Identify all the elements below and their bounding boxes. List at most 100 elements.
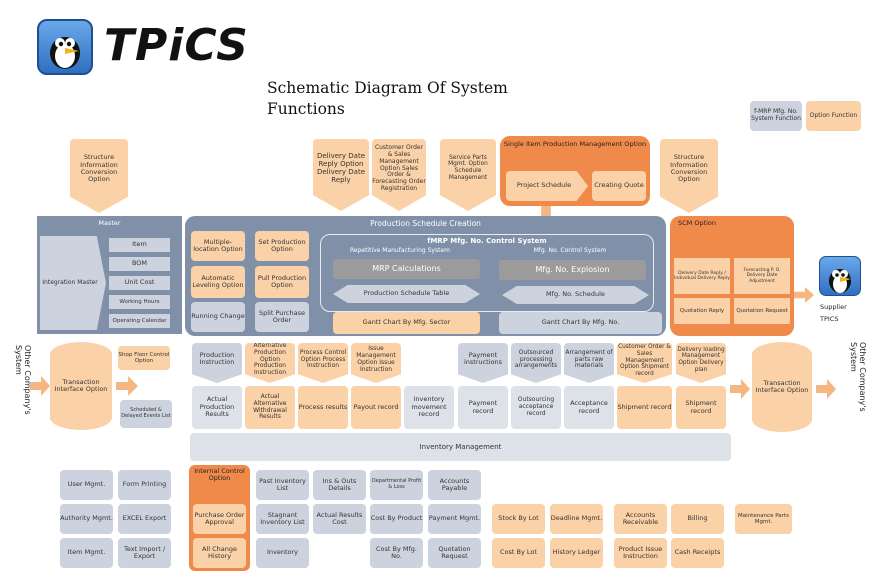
inventory: Inventory <box>256 538 309 568</box>
mrp-calculations: MRP Calculations <box>333 259 480 279</box>
flow-actual-production-results: Actual Production Results <box>192 386 242 429</box>
single-item-title: Single Item Production Management Option <box>503 140 647 148</box>
shop-floor-control: Shop Floor Control Option <box>118 346 170 370</box>
gantt-chart-by-mfg-no: Gantt Chart By Mfg. No. <box>499 312 662 334</box>
integration-master: Integration Master <box>40 236 106 330</box>
actual-results-cost: Actual Results Cost <box>313 504 366 534</box>
scm-quotation-request: Quotation Request <box>734 298 790 324</box>
cash-receipts: Cash Receipts <box>671 538 724 568</box>
flow-outsourced-processing: Outsourced processing arrangements <box>511 343 561 383</box>
service-parts-option: Service Parts Mgmt. Option Schedule Mana… <box>440 139 496 211</box>
structure-conversion-right: Structure Information Conversion Option <box>660 139 718 213</box>
repetitive-manufacturing: Repetitive Manufacturing System <box>349 247 450 254</box>
purchase-order-approval: Purchase Order Approval <box>193 504 246 534</box>
maintenance-parts-mgmt: Maintenance Parts Mgmt. <box>735 504 792 534</box>
multiple-location-option: Multiple- location Option <box>191 231 245 261</box>
flow-process-results: Process results <box>298 386 348 429</box>
excel-export: EXCEL Export <box>118 504 171 534</box>
flow-delivery-loading: Delivery loading Management Option Deliv… <box>676 343 726 383</box>
text-import-export: Text Import / Export <box>118 538 171 568</box>
structure-conversion-left: Structure Information Conversion Option <box>70 139 128 213</box>
scm-quotation-reply: Quotation Reply <box>674 298 730 324</box>
production-schedule-title: Production Schedule Creation <box>370 219 481 228</box>
left-in-arrow <box>30 376 50 396</box>
scheduled-delayed-events: Scheduled & Delayed Events List <box>120 400 172 428</box>
inventory-management-bar: Inventory Management <box>190 433 731 461</box>
flow-issue-management: Issue Management Option Issue Instructio… <box>351 343 401 383</box>
cost-by-mfg-no: Cost By Mfg. No. <box>370 538 423 568</box>
payment-mgmt: Payment Mgmt. <box>428 504 481 534</box>
history-ledger: History Ledger <box>550 538 603 568</box>
fmrp-control-frame <box>320 234 654 312</box>
customer-order-option: Customer Order & Sales Management Option… <box>372 139 426 211</box>
flow-shipment-record-1: Shipment record <box>617 386 672 429</box>
scm-delivery-reply: Delivery Date Reply / Individual Deliver… <box>674 258 730 294</box>
billing: Billing <box>671 504 724 534</box>
running-change: Running Change <box>191 302 245 332</box>
scm-title: SCM Option <box>678 219 717 227</box>
mfg-no-schedule: Mfg. No. Schedule <box>502 286 649 304</box>
master-unit-cost: Unit Cost <box>109 276 170 290</box>
right-out-arrow <box>816 379 836 399</box>
production-schedule-table: Production Schedule Table <box>333 285 480 303</box>
stagnant-inventory-list: Stagnant Inventory List <box>256 504 309 534</box>
flow-inventory-movement: Inventory movement record <box>404 386 454 429</box>
product-issue-instruction: Product Issue Instruction <box>614 538 667 568</box>
user-mgmt: User Mgmt. <box>60 470 113 500</box>
flow-payout-record: Payout record <box>351 386 401 429</box>
flow-shipment-record-2: Shipment record <box>676 386 726 429</box>
scm-forecasting: Forecasting P. O. Delivery Date Adjustme… <box>734 258 790 294</box>
deadline-mgmt: Deadline Mgmt. <box>550 504 603 534</box>
split-purchase-order: Split Purchase Order <box>255 302 309 332</box>
master-bom: BOM <box>109 257 170 271</box>
flow-alternative-production: Alternative Production Option Production… <box>245 343 295 383</box>
right-mid-arrow <box>730 379 750 399</box>
flow-process-control: Process Control Option Process Instructi… <box>298 343 348 383</box>
other-company-right: Other Company's System <box>849 342 867 412</box>
supplier-label: Supplier <box>820 303 847 311</box>
supplier-icon <box>819 256 861 296</box>
mfg-no-explosion: Mfg. No. Explosion <box>499 260 646 280</box>
mfg-no-control-system: Mfg. No. Control System <box>533 247 607 254</box>
pull-production-option: Pull Production Option <box>255 266 309 298</box>
accounts-payable: Accounts Payable <box>428 470 481 500</box>
flow-arrangement-parts: Arrangement of parts raw materials <box>564 343 614 383</box>
legend-option: Option Function <box>806 101 861 131</box>
supplier-arrow <box>794 287 814 303</box>
title-line-1: Schematic Diagram Of System <box>267 79 508 97</box>
flow-outsourcing-acceptance: Outsourcing acceptance record <box>511 386 561 429</box>
page-title: Schematic Diagram Of System Functions <box>267 78 508 120</box>
flow-actual-alternative-withdrawal: Actual Alternative Withdrawal Results <box>245 386 295 429</box>
project-schedule: Project Schedule <box>506 171 588 201</box>
legend-fmrp: f-MRP Mfg. No. System Function <box>750 101 802 131</box>
transaction-interface-left: Transaction Interface Option <box>50 342 112 430</box>
creating-quote: Creating Quote <box>592 171 646 201</box>
master-operating-calendar: Operating Calendar <box>109 314 170 328</box>
ins-outs-details: Ins & Outs Details <box>313 470 366 500</box>
tpics-label: TPICS <box>820 315 839 323</box>
flow-acceptance-record: Acceptance record <box>564 386 614 429</box>
title-line-2: Functions <box>267 99 345 118</box>
flow-production-instruction: Production Instruction <box>192 343 242 383</box>
transaction-interface-right: Transaction Interface Option <box>752 342 812 432</box>
automatic-leveling-option: Automatic Leveling Option <box>191 266 245 298</box>
form-printing: Form Printing <box>118 470 171 500</box>
quotation-request: Quotation Request <box>428 538 481 568</box>
other-company-left: Other Company's System <box>14 345 32 415</box>
logo-icon <box>37 19 93 75</box>
flow-customer-order-shipment: Customer Order & Sales Management Option… <box>617 343 672 383</box>
departmental-profit-loss: Departmental Profit & Loss <box>370 470 423 500</box>
all-change-history: All Change History <box>193 538 246 568</box>
item-mgmt: Item Mgmt. <box>60 538 113 568</box>
past-inventory-list: Past Inventory List <box>256 470 309 500</box>
stock-by-lot: Stock By Lot <box>492 504 545 534</box>
flow-payment-instructions: Payment instructions <box>458 343 508 383</box>
left-mid-arrow <box>116 376 138 396</box>
master-working-hours: Working Hours <box>109 295 170 309</box>
logo-text: TPiCS <box>104 20 249 71</box>
fmrp-title: fMRP Mfg. No. Control System <box>427 237 547 245</box>
master-title: Master <box>98 219 121 227</box>
cost-by-lot: Cost By Lot <box>492 538 545 568</box>
flow-payment-record: Payment record <box>458 386 508 429</box>
gantt-chart-by-sector: Gantt Chart By Mfg. Sector <box>333 312 480 334</box>
